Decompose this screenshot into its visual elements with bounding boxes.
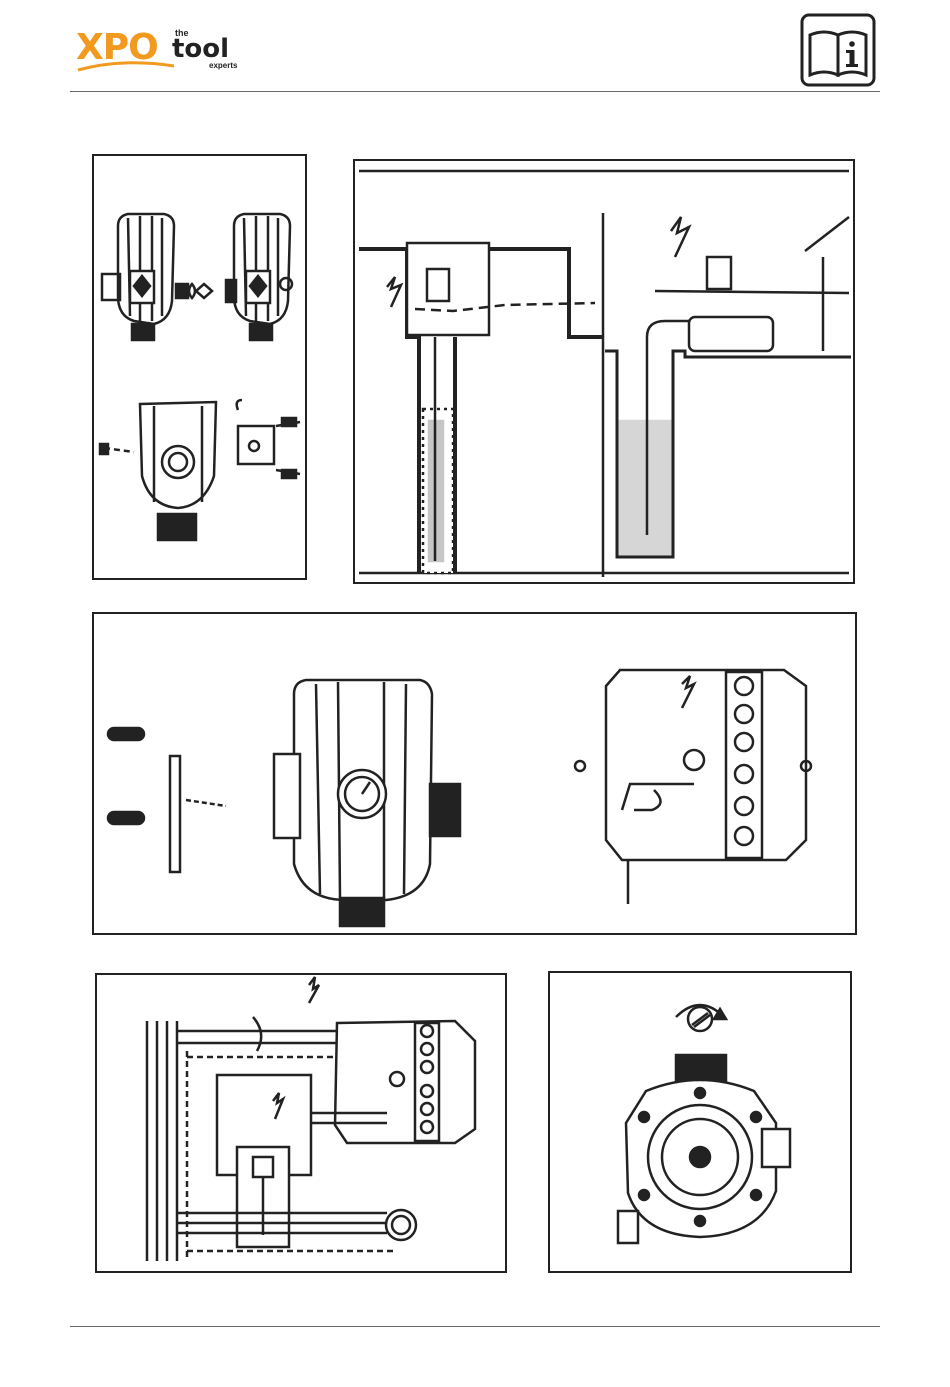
- figure-terminal-box: [92, 612, 857, 935]
- logo-experts-text: experts: [209, 61, 237, 70]
- header-rule: [70, 91, 880, 92]
- figure-installation: [353, 159, 855, 584]
- wiring-diagram-illustration: [97, 975, 505, 1271]
- figure-pressure-adjustment: [548, 971, 852, 1273]
- footer-rule: [70, 1326, 880, 1327]
- logo-tool-text: tool: [172, 34, 229, 64]
- brand-logo: XPO the tool experts: [76, 28, 256, 78]
- assembly-illustration: [94, 156, 305, 578]
- manual-info-icon: [800, 13, 876, 87]
- installation-illustration: [355, 161, 853, 582]
- logo-swoosh-icon: [76, 60, 176, 74]
- figure-wiring-diagram: [95, 973, 507, 1273]
- pressure-adjustment-illustration: [550, 973, 850, 1271]
- figure-assembly: [92, 154, 307, 580]
- terminal-box-illustration: [94, 614, 855, 933]
